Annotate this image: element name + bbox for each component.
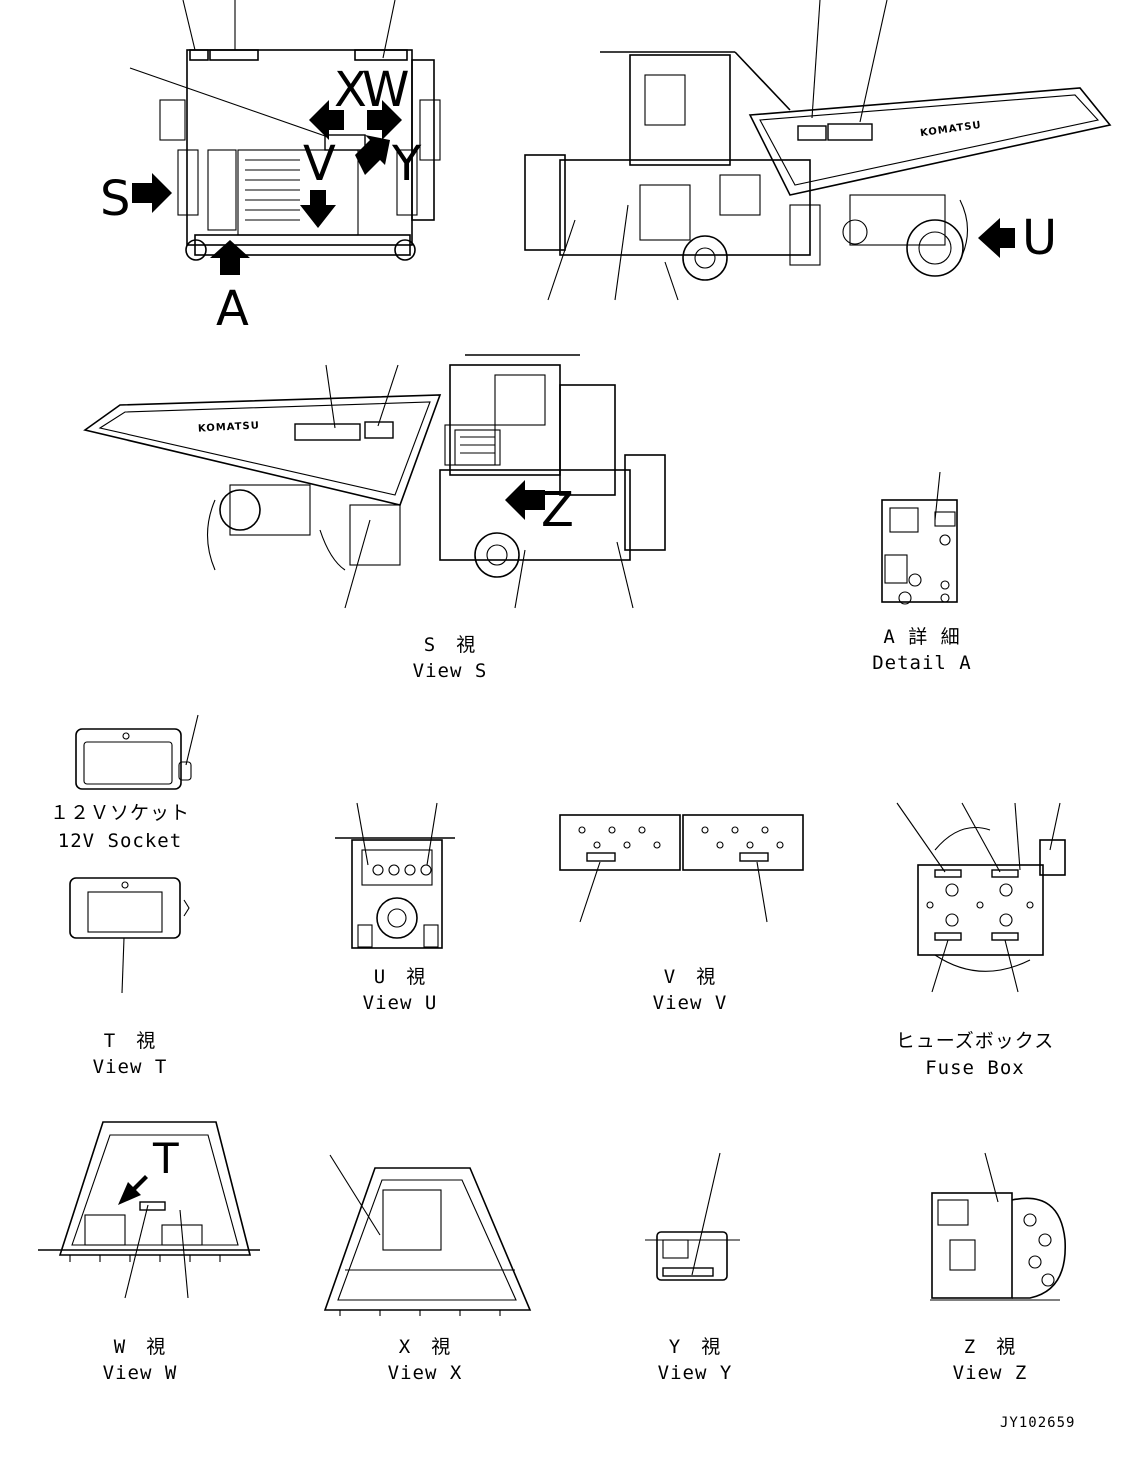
caption-view-u-en: View U (362, 992, 438, 1014)
caption-view-y-en: View Y (657, 1362, 733, 1384)
caption-view-x-en: View X (387, 1362, 463, 1384)
caption-view-t-jp: T 視 (103, 1030, 157, 1052)
caption-view-u-jp: U 視 (373, 966, 427, 988)
view-y-drawing (645, 1152, 740, 1281)
front-view-drawing (129, 0, 441, 275)
view-t-drawing (69, 877, 190, 994)
caption-detail-a-en: Detail A (872, 652, 972, 674)
caption-view-z-en: View Z (952, 1362, 1028, 1384)
fuse-box-drawing (896, 802, 1066, 993)
caption-view-t-en: View T (92, 1056, 168, 1078)
socket-drawing (75, 714, 199, 790)
view-marker-y: Y (392, 136, 422, 192)
view-x-drawing (323, 1154, 532, 1316)
caption-view-y-jp: Y 視 (668, 1336, 722, 1358)
caption-view-w-jp: W 視 (113, 1336, 167, 1358)
view-marker-u: U (1022, 210, 1058, 266)
left-side-view-drawing (83, 354, 666, 609)
caption-socket-jp: １２Ｖソケット (50, 802, 191, 824)
view-marker-v: V (303, 136, 336, 192)
view-z-drawing (930, 1152, 1066, 1301)
view-marker-x: X (334, 62, 367, 118)
view-v-drawing (559, 814, 804, 923)
view-u-drawing (335, 802, 455, 949)
view-marker-t: T (153, 1134, 179, 1183)
view-marker-w: W (362, 62, 410, 118)
view-marker-z: Z (541, 482, 574, 538)
caption-view-s-jp: S 視 (423, 634, 477, 656)
caption-view-z-jp: Z 視 (963, 1336, 1017, 1358)
caption-view-v-jp: V 視 (663, 966, 717, 988)
caption-view-x-jp: X 視 (398, 1336, 452, 1358)
view-marker-s: S (100, 171, 131, 227)
caption-view-s-en: View S (412, 660, 488, 682)
caption-detail-a-jp: A 詳 細 (883, 626, 961, 648)
view-marker-a: A (216, 281, 249, 337)
caption-socket-en: 12V Socket (57, 830, 183, 852)
caption-fuse-box-jp: ヒューズボックス (895, 1030, 1055, 1052)
caption-view-v-en: View V (652, 992, 728, 1014)
document-number: JY102659 (1000, 1415, 1076, 1431)
caption-view-w-en: View W (102, 1362, 178, 1384)
view-w-drawing (38, 1121, 260, 1299)
right-side-view-drawing (524, 0, 1112, 301)
caption-fuse-box-en: Fuse Box (925, 1057, 1025, 1079)
detail-a-drawing (881, 471, 958, 605)
